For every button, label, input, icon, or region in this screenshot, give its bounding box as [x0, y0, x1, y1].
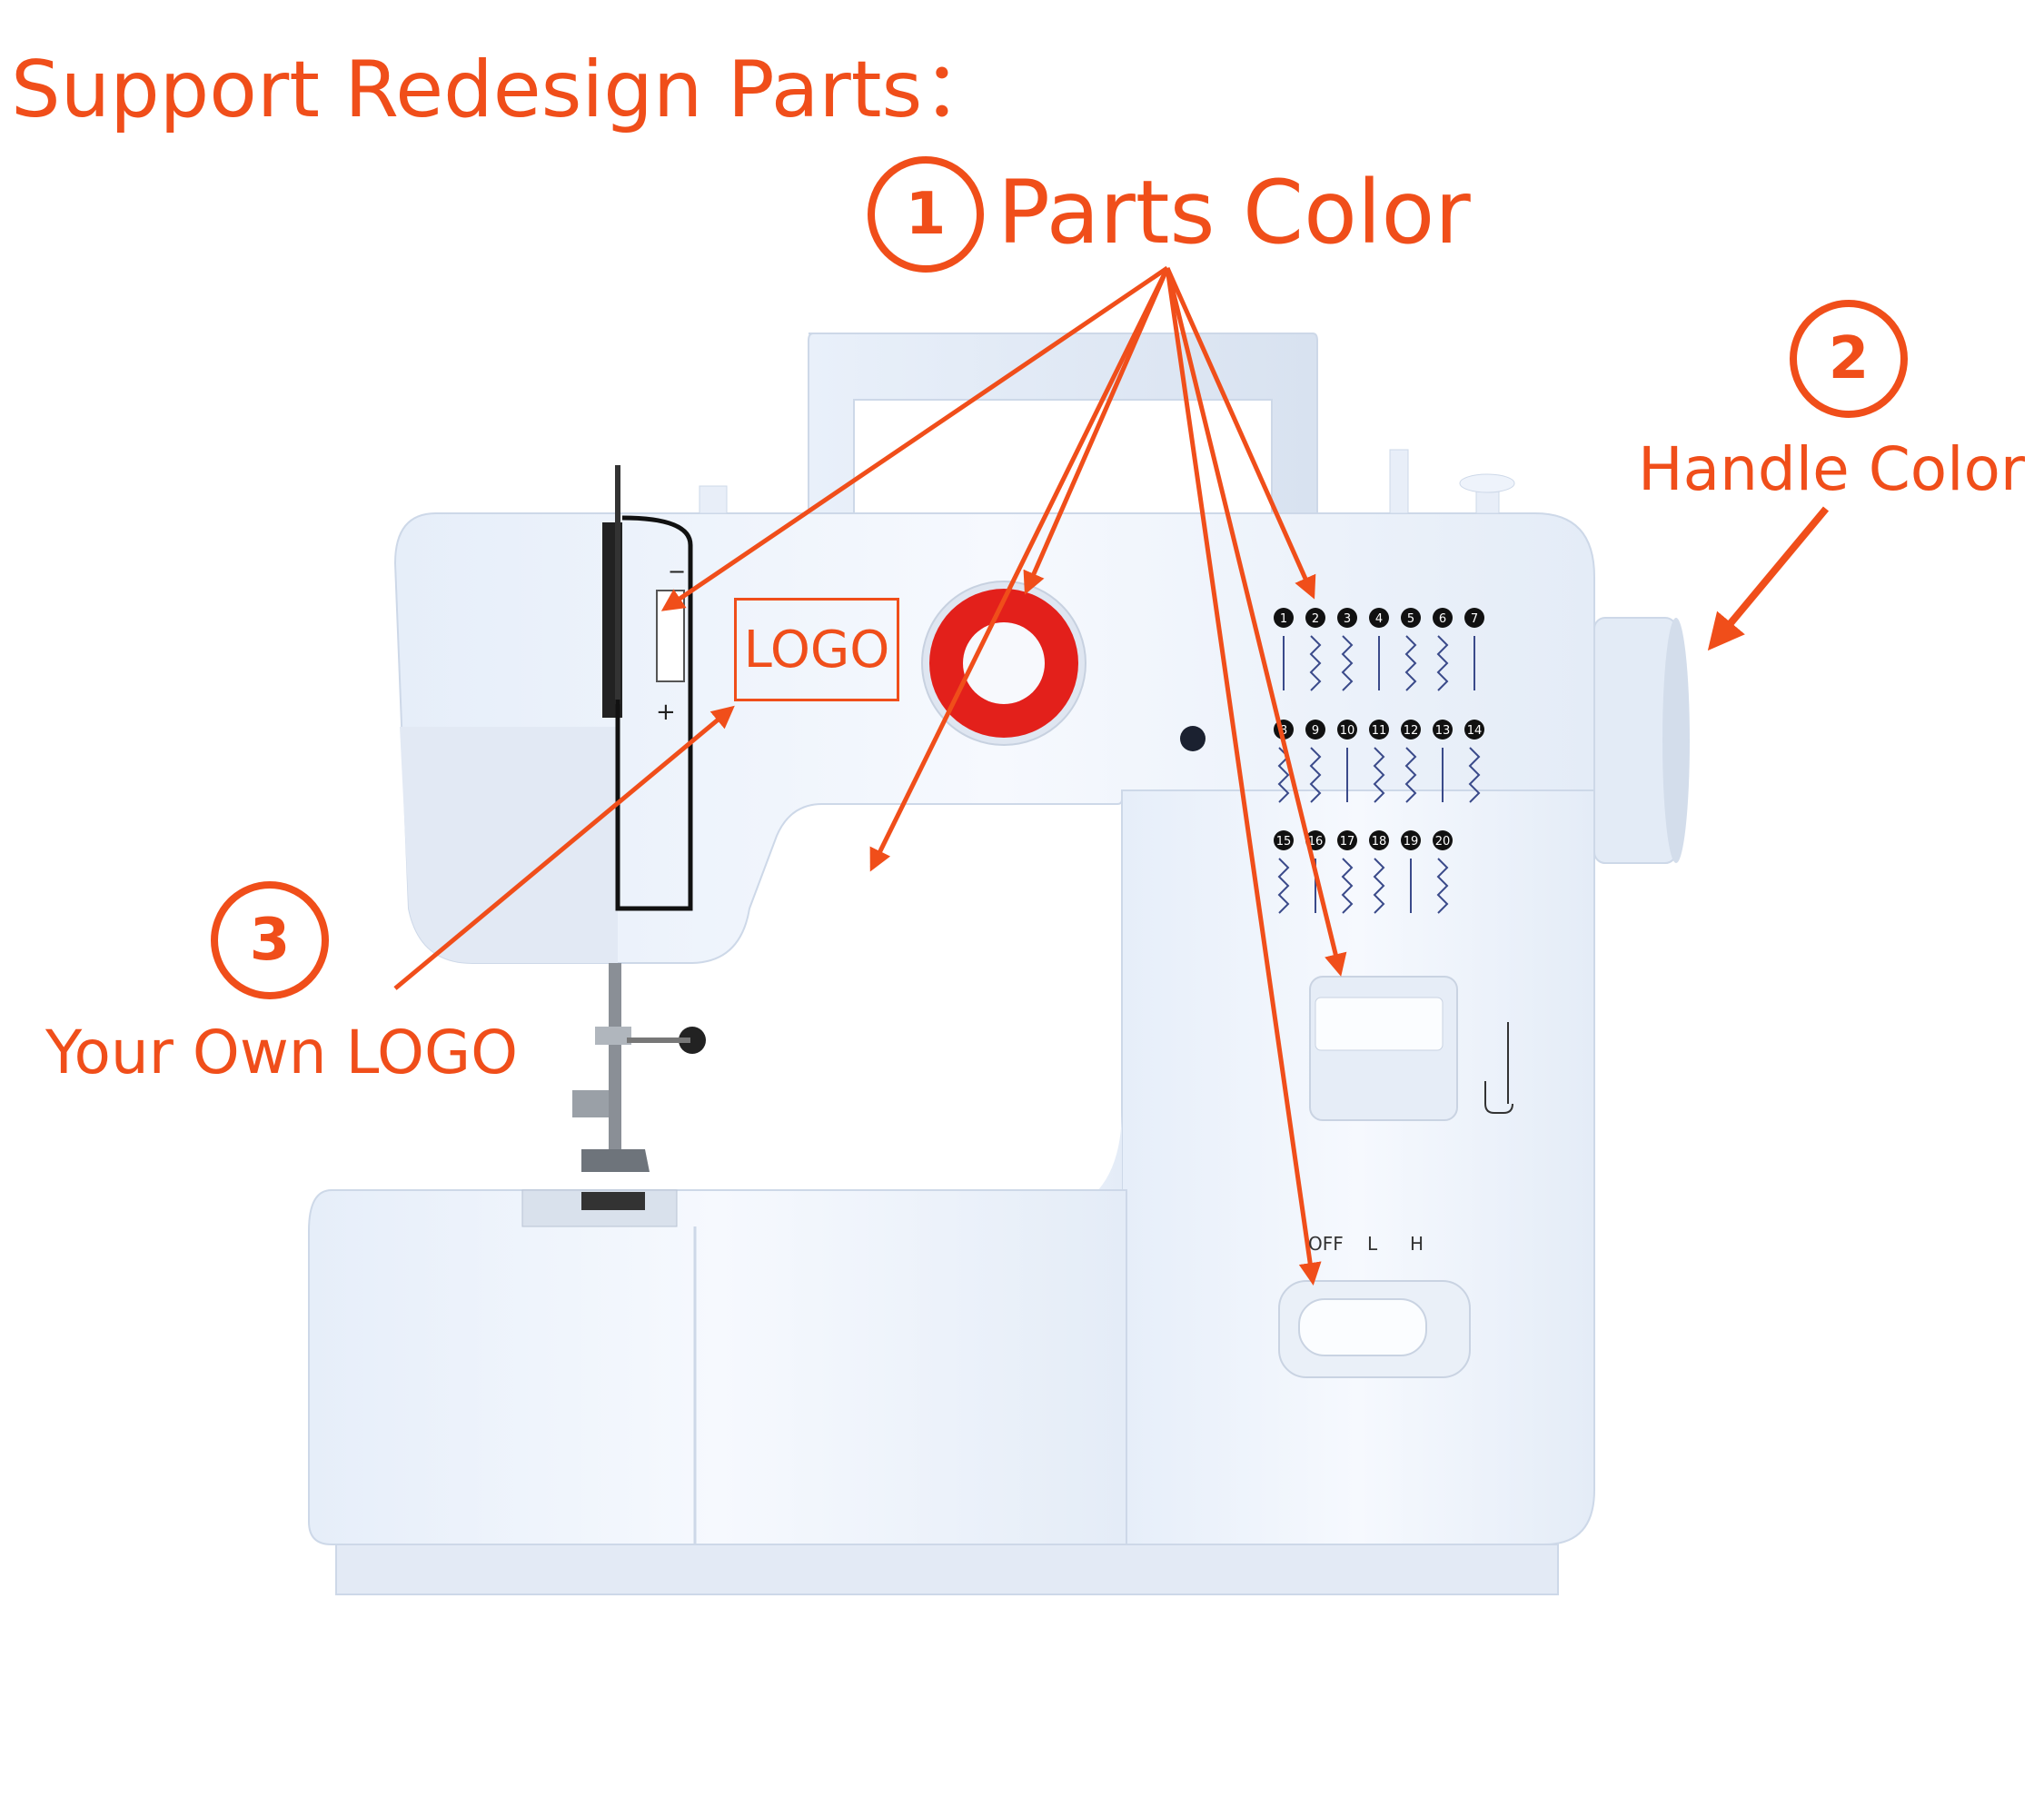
stitch-number-dot	[1274, 608, 1294, 628]
stitch-number: 3	[1344, 612, 1351, 626]
logo-arrow	[393, 705, 735, 990]
switch-label-off: OFF	[1308, 1233, 1344, 1255]
stitch-glyph	[1309, 635, 1322, 691]
stitch-glyph	[1436, 635, 1449, 691]
parts-color-label: Parts Color	[997, 162, 1471, 263]
stitch-number-dot	[1305, 608, 1325, 628]
stitch-glyph	[1373, 747, 1385, 803]
stitch-number: 2	[1312, 612, 1319, 626]
handwheel	[1593, 617, 1690, 864]
spool-pins	[699, 449, 1515, 514]
stitch-glyph	[1341, 858, 1354, 914]
stitch-number-dot	[1464, 720, 1484, 740]
switch-label-high: H	[1410, 1233, 1424, 1255]
stitch-glyph	[1468, 747, 1481, 803]
stitch-dial	[921, 581, 1086, 746]
stitch-glyph	[1341, 635, 1354, 691]
page-title: Support Redesign Parts：	[11, 45, 1001, 135]
stitch-number-dot	[1369, 830, 1389, 850]
stitch-number-dot	[1401, 720, 1421, 740]
number-1-badge: 1	[868, 156, 984, 273]
stitch-number: 7	[1471, 612, 1478, 626]
stitch-glyph	[1404, 747, 1417, 803]
stitch-number: 11	[1372, 724, 1387, 738]
machine-base	[308, 1189, 1559, 1595]
stitch-number-dot	[1433, 608, 1453, 628]
stitch-number: 4	[1375, 612, 1383, 626]
stitch-number: 5	[1407, 612, 1414, 626]
stitch-number: 19	[1404, 835, 1419, 849]
stitch-number: 16	[1308, 835, 1324, 849]
stitch-number: 12	[1404, 724, 1419, 738]
stitch-number: 17	[1340, 835, 1355, 849]
logo-placeholder: LOGO	[734, 598, 899, 701]
stitch-number-dot	[1369, 720, 1389, 740]
stitch-number: 6	[1439, 612, 1446, 626]
handle-color-label: Handle Color	[1638, 434, 2026, 504]
number-3-badge: 3	[211, 881, 329, 999]
indicator-dot	[1180, 726, 1206, 751]
switch-label-low: L	[1367, 1233, 1378, 1255]
carry-handle	[808, 333, 1318, 523]
parts-color-arrows	[660, 265, 1347, 1286]
stitch-glyph	[1404, 635, 1417, 691]
stitch-number-dot	[1433, 830, 1453, 850]
own-logo-label: Your Own LOGO	[45, 1018, 519, 1087]
handle-color-arrow	[1707, 506, 1830, 651]
svg-text:+: +	[656, 699, 676, 726]
stitch-number: 8	[1280, 724, 1287, 738]
stitch-number-dot	[1433, 720, 1453, 740]
stitch-number-dot	[1305, 720, 1325, 740]
stitch-number: 10	[1340, 724, 1355, 738]
stitch-number-dot	[1337, 830, 1357, 850]
stitch-glyph	[1373, 858, 1385, 914]
stitch-number-dot	[1369, 608, 1389, 628]
stitch-number: 18	[1372, 835, 1387, 849]
stitch-number: 13	[1435, 724, 1451, 738]
svg-text:−: −	[668, 559, 686, 584]
stitch-number-dot	[1337, 720, 1357, 740]
stitch-number: 15	[1276, 835, 1292, 849]
stitch-number-dot	[1274, 830, 1294, 850]
stitch-length-lever	[1309, 976, 1513, 1121]
stitch-glyph	[1277, 858, 1290, 914]
stitch-number: 20	[1435, 835, 1451, 849]
stitch-number-dot	[1401, 608, 1421, 628]
stitch-number: 14	[1467, 724, 1483, 738]
stitch-glyph	[1309, 747, 1322, 803]
power-switch	[1278, 1280, 1471, 1378]
stitch-number-dot	[1401, 830, 1421, 850]
number-2-badge: 2	[1790, 300, 1908, 418]
stitch-number: 9	[1312, 724, 1319, 738]
presser-foot	[572, 963, 706, 1172]
stitch-number-dot	[1464, 608, 1484, 628]
stitch-glyph	[1436, 858, 1449, 914]
stitch-number: 1	[1280, 612, 1287, 626]
stitch-number-dot	[1337, 608, 1357, 628]
